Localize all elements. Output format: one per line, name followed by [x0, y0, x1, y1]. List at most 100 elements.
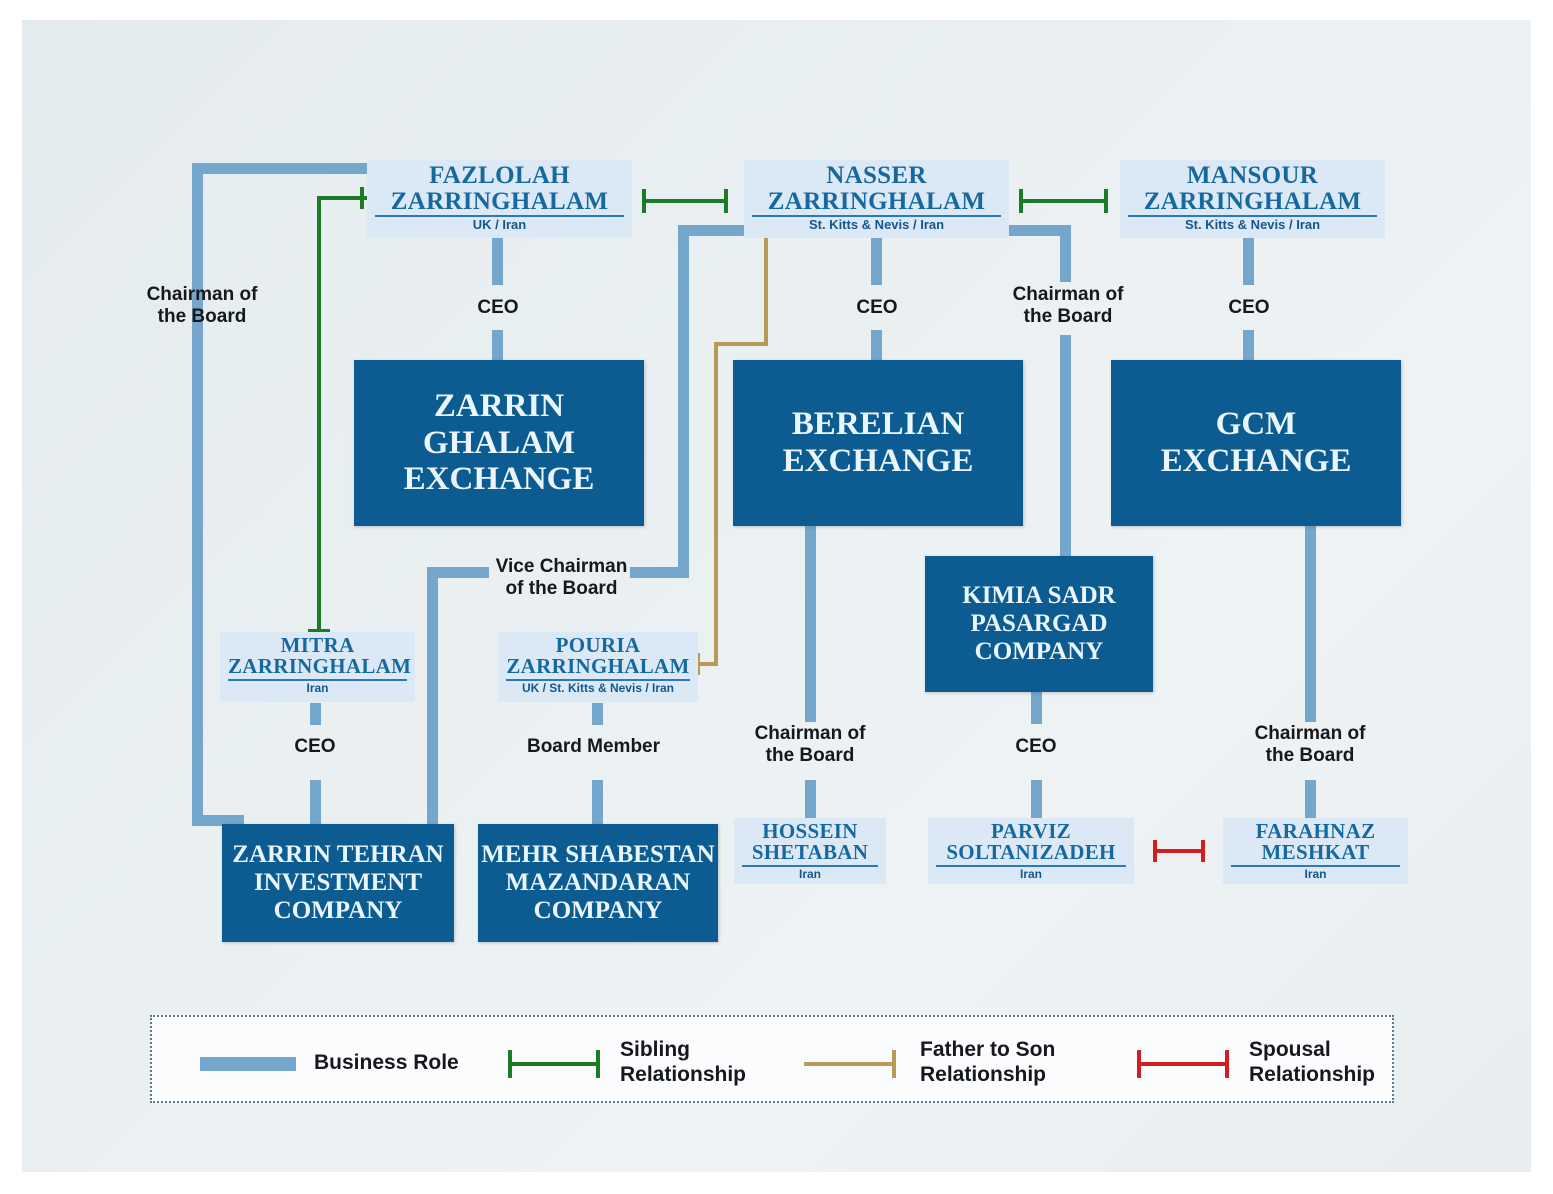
person-name-nasser: NASSER ZARRINGHALAM [752, 163, 1001, 217]
legend-bar-sibling [508, 1062, 600, 1066]
role-label-nasser-pouria-vice-chairman: Vice Chairman of the Board [495, 556, 628, 599]
spousal-cap-farahnaz [1201, 840, 1205, 862]
role-label-kimia-parviz: CEO [1015, 736, 1057, 757]
person-name-fazlolah: FAZLOLAH ZARRINGHALAM [375, 163, 624, 217]
role-label-pouria-mehr: Board Member [526, 736, 661, 757]
sibling-cap-fazlolah-nasser-left [642, 189, 646, 213]
sibling-cap-nasser-mansour-right [1104, 189, 1108, 213]
person-name-pouria: POURIA ZARRINGHALAM [506, 634, 690, 681]
father-to-son-vert-lower [714, 342, 718, 666]
legend-cap-sibling-right [596, 1050, 600, 1078]
sibling-line-fazlolah-mitra-horz [317, 196, 372, 200]
company-node-mehr-shabestan-mazandaran[interactable]: MEHR SHABESTAN MAZANDARAN COMPANY [478, 824, 718, 942]
sibling-line-nasser-mansour [1019, 199, 1108, 203]
person-name-mitra: MITRA ZARRINGHALAM [228, 634, 411, 681]
connector-kimia-parviz-lower [1031, 780, 1042, 824]
connector-fazlolah-zge-lower [492, 330, 503, 362]
company-node-berelian-exchange[interactable]: BERELIAN EXCHANGE [733, 360, 1023, 526]
connector-nasser-berelian-upper [871, 233, 882, 285]
connector-gcm-farahnaz-upper [1305, 525, 1316, 722]
sibling-cap-fazlolah-nasser-right [724, 189, 728, 213]
connector-nasser-pouria-bottom [630, 567, 689, 578]
sibling-cap-nasser-mansour-left [1019, 189, 1023, 213]
connector-gcm-farahnaz-lower [1305, 780, 1316, 824]
company-node-zarrin-tehran-investment[interactable]: ZARRIN TEHRAN INVESTMENT COMPANY [222, 824, 454, 942]
sibling-cap-fazlolah-mitra-bottom [308, 629, 330, 633]
connector-mitra-zarrin-tehran-lower [310, 780, 321, 826]
company-node-kimia-sadr-pasargad[interactable]: KIMIA SADR PASARGAD COMPANY [925, 556, 1153, 692]
person-node-nasser[interactable]: NASSER ZARRINGHALAM St. Kitts & Nevis / … [744, 160, 1009, 238]
legend-label-sibling-relationship: Sibling Relationship [620, 1038, 747, 1086]
connector-fazlolah-zarrin-tehran-vert [192, 163, 203, 826]
father-to-son-vert-upper [764, 240, 768, 344]
role-label-nasser-kimia: Chairman of the Board [1012, 284, 1124, 327]
legend-cap-spousal-left [1137, 1050, 1141, 1078]
person-node-farahnaz[interactable]: FARAHNAZ MESHKAT Iran [1223, 818, 1408, 884]
person-node-mansour[interactable]: MANSOUR ZARRINGHALAM St. Kitts & Nevis /… [1120, 160, 1385, 238]
connector-nasser-pouria-left-top [427, 567, 489, 578]
role-label-fazlolah-zge: CEO [477, 297, 519, 318]
connector-pouria-mehr-upper [592, 703, 603, 725]
person-country-mansour: St. Kitts & Nevis / Iran [1184, 217, 1321, 232]
person-name-hossein: HOSSEIN SHETABAN [742, 820, 878, 867]
connector-nasser-kimia-vert-lower [1060, 335, 1071, 557]
connector-mansour-gcm-lower [1243, 330, 1254, 362]
legend-cap-spousal-right [1225, 1050, 1229, 1078]
connector-kimia-parviz-upper [1031, 692, 1042, 724]
role-label-fazlolah-zarrin-tehran: Chairman of the Board [146, 284, 258, 327]
role-label-gcm-farahnaz: Chairman of the Board [1254, 723, 1366, 766]
company-node-zarrin-ghalam-exchange[interactable]: ZARRIN GHALAM EXCHANGE [354, 360, 644, 526]
legend-cap-sibling-left [508, 1050, 512, 1078]
person-node-hossein[interactable]: HOSSEIN SHETABAN Iran [734, 818, 886, 884]
person-node-fazlolah[interactable]: FAZLOLAH ZARRINGHALAM UK / Iran [367, 160, 632, 238]
connector-nasser-kimia-vert-upper [1060, 225, 1071, 282]
person-country-mitra: Iran [306, 680, 329, 695]
diagram-canvas: FAZLOLAH ZARRINGHALAM UK / Iran NASSER Z… [22, 20, 1531, 1172]
legend: Business Role Sibling Relationship Fathe… [150, 1015, 1394, 1103]
spousal-cap-parviz [1153, 840, 1157, 862]
legend-bar-father-to-son [804, 1062, 896, 1066]
connector-berelian-hossein-lower [805, 780, 816, 824]
sibling-line-fazlolah-mitra-vert [317, 196, 321, 633]
person-name-farahnaz: FARAHNAZ MESHKAT [1231, 820, 1400, 867]
connector-mansour-gcm-upper [1243, 233, 1254, 285]
sibling-line-fazlolah-nasser [642, 199, 728, 203]
connector-fazlolah-zarrin-tehran-bottom [192, 815, 244, 826]
role-label-mitra-zarrin-tehran: CEO [294, 736, 336, 757]
connector-fazlolah-zge-upper [492, 233, 503, 285]
connector-mitra-zarrin-tehran-upper [310, 703, 321, 725]
person-country-nasser: St. Kitts & Nevis / Iran [808, 217, 945, 232]
person-country-parviz: Iran [1019, 866, 1042, 881]
legend-bar-spousal [1137, 1062, 1229, 1066]
legend-label-father-to-son-relationship: Father to Son Relationship [920, 1038, 1056, 1086]
connector-berelian-hossein-upper [805, 525, 816, 722]
connector-nasser-pouria-vert [678, 225, 689, 578]
person-country-pouria: UK / St. Kitts & Nevis / Iran [521, 680, 675, 695]
legend-swatch-business-role [200, 1057, 296, 1071]
person-country-farahnaz: Iran [1304, 866, 1327, 881]
father-to-son-foot [696, 662, 718, 666]
legend-label-spousal-relationship: Spousal Relationship [1249, 1038, 1376, 1086]
person-country-hossein: Iran [798, 866, 821, 881]
legend-cap-father-to-son-right [892, 1050, 896, 1078]
spousal-line-parviz-farahnaz [1153, 849, 1205, 853]
connector-nasser-berelian-lower [871, 330, 882, 362]
connector-nasser-kimia-top [1004, 225, 1071, 236]
role-label-nasser-berelian: CEO [856, 297, 898, 318]
person-name-mansour: MANSOUR ZARRINGHALAM [1128, 163, 1377, 217]
person-country-fazlolah: UK / Iran [472, 217, 527, 232]
company-node-gcm-exchange[interactable]: GCM EXCHANGE [1111, 360, 1401, 526]
role-label-berelian-hossein: Chairman of the Board [754, 723, 866, 766]
connector-nasser-pouria-left-vert [427, 567, 438, 826]
connector-fazlolah-zarrin-tehran-top [192, 163, 372, 174]
person-node-mitra[interactable]: MITRA ZARRINGHALAM Iran [220, 632, 415, 702]
person-node-parviz[interactable]: PARVIZ SOLTANIZADEH Iran [928, 818, 1134, 884]
legend-label-business-role: Business Role [314, 1051, 459, 1074]
father-to-son-cap-pouria [696, 653, 700, 675]
person-node-pouria[interactable]: POURIA ZARRINGHALAM UK / St. Kitts & Nev… [498, 632, 698, 702]
connector-nasser-pouria-top [678, 225, 768, 236]
connector-pouria-mehr-lower [592, 780, 603, 826]
role-label-mansour-gcm: CEO [1228, 297, 1270, 318]
sibling-cap-fazlolah-mitra-top [360, 187, 364, 209]
father-to-son-horz [714, 342, 768, 346]
